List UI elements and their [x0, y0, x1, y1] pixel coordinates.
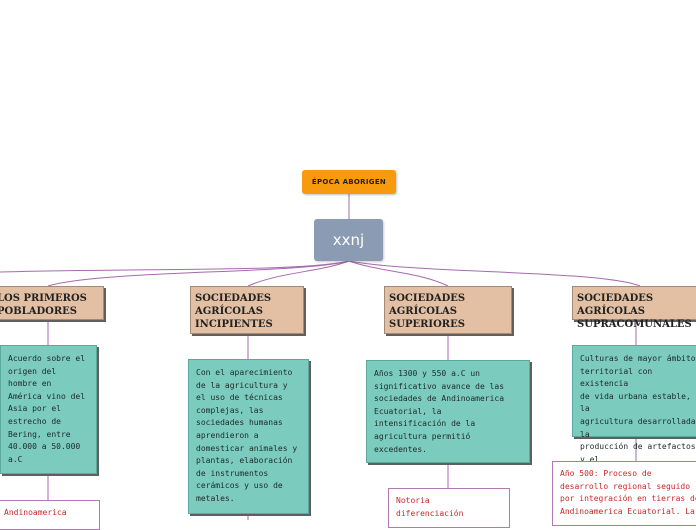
central-topic[interactable]: xxnj	[314, 219, 383, 261]
subtopic-andinoamerica[interactable]: Andinoamerica	[0, 500, 100, 530]
connector-root-offscreen	[0, 260, 350, 273]
topic-sociedades-supracomunales[interactable]: SOCIEDADES AGRÍCOLAS SUPRACOMUNALES	[572, 286, 696, 330]
connector-root-branch-4	[348, 260, 641, 287]
connector-root-branch-1	[47, 260, 350, 287]
connector-root-branch-2	[247, 260, 350, 287]
note-primeros-pobladores[interactable]: Acuerdo sobre el origen del hombre en Am…	[0, 345, 97, 474]
note-sociedades-supracomunales[interactable]: Culturas de mayor ámbito territorial con…	[572, 345, 696, 476]
subtopic-notoria-diferenciacion[interactable]: Notoria diferenciación	[388, 488, 510, 528]
subtopic-ano-500[interactable]: Año 500: Proceso de desarrollo regional …	[552, 461, 696, 526]
topic-primeros-pobladores[interactable]: LOS PRIMEROS POBLADORES	[0, 286, 104, 320]
floating-topic-epoca-aborigen[interactable]: ÉPOCA ABORIGEN	[302, 170, 396, 194]
note-sociedades-superiores[interactable]: Años 1300 y 550 a.C un significativo ava…	[366, 360, 530, 463]
connector-root-branch-3	[348, 260, 449, 287]
topic-sociedades-superiores[interactable]: SOCIEDADES AGRÍCOLAS SUPERIORES	[384, 286, 512, 334]
note-sociedades-incipientes[interactable]: Con el aparecimiento de la agricultura y…	[188, 359, 309, 514]
topic-sociedades-incipientes[interactable]: SOCIEDADES AGRÍCOLAS INCIPIENTES	[190, 286, 304, 334]
